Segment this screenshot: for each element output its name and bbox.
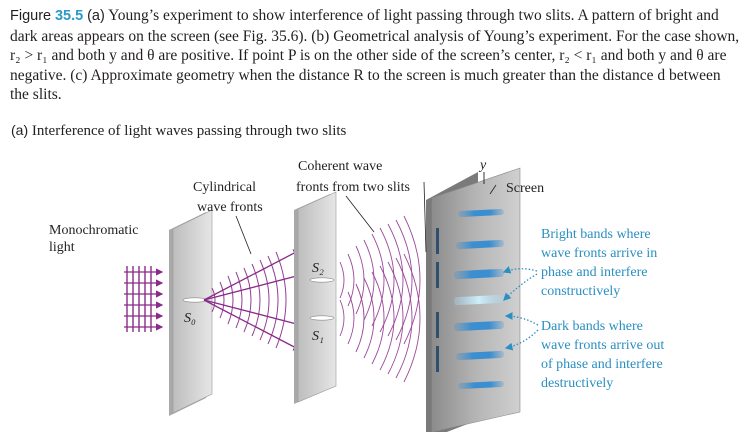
panel-subtitle: (a) Interference of light waves passing …	[11, 122, 346, 140]
label-s0: S₀	[184, 311, 196, 326]
label-cylindrical: Cylindrical	[193, 180, 256, 195]
slit-s2	[309, 277, 335, 283]
band-4	[453, 320, 505, 332]
band-pointer-arrows	[502, 266, 539, 351]
label-wave-fronts: wave fronts	[197, 200, 263, 215]
monochromatic-light-arrows	[124, 268, 164, 331]
band-3	[453, 268, 505, 280]
label-s2: S₂	[312, 261, 324, 276]
incoming-plane-wavefronts	[126, 266, 152, 332]
label-light: light	[49, 240, 75, 255]
label-bright-1: Bright bands where	[541, 227, 651, 242]
leader-lines	[235, 181, 497, 255]
band-center	[453, 294, 505, 306]
panel-subtitle-text: Interference of light waves passing thro…	[31, 123, 347, 139]
label-bright-3: phase and interfere	[541, 265, 648, 280]
coherent-wavefronts	[339, 215, 421, 383]
single-slit-plate	[169, 209, 213, 416]
label-bright-2: wave fronts arrive in	[541, 246, 657, 261]
label-coherent-wave: Coherent wave	[298, 159, 382, 174]
label-s1: S₁	[312, 329, 324, 344]
label-bright-4: constructively	[541, 284, 620, 299]
band-5	[456, 350, 505, 361]
label-dark-2: wave fronts arrive out	[541, 338, 664, 353]
figure-label: Figure	[10, 8, 52, 24]
figure-caption: Figure 35.5 (a) Young’s experiment to sh…	[10, 6, 742, 105]
figure-number: 35.5	[54, 8, 84, 24]
band-6	[458, 380, 504, 390]
cylindrical-wavefronts	[211, 251, 287, 349]
double-slit-plate	[294, 191, 337, 404]
panel-part-label: (a)	[11, 122, 29, 138]
label-dark-1: Dark bands where	[541, 319, 643, 334]
label-y-axis: y	[478, 158, 487, 173]
label-fronts-two-slits: fronts from two slits	[296, 180, 410, 195]
slit-s1	[309, 315, 335, 321]
figure-caption-text: Young’s experiment to show interference …	[10, 7, 740, 103]
figure-part-a: (a)	[87, 8, 105, 24]
screen	[426, 167, 521, 432]
label-monochromatic: Monochromatic	[49, 223, 138, 238]
label-dark-4: destructively	[541, 376, 613, 391]
label-screen: Screen	[506, 181, 544, 196]
screen-edge-marks	[436, 228, 439, 372]
band-1	[458, 208, 504, 218]
label-dark-3: of phase and interfere	[541, 357, 663, 372]
band-2	[456, 239, 505, 250]
slit-s0	[182, 297, 208, 303]
